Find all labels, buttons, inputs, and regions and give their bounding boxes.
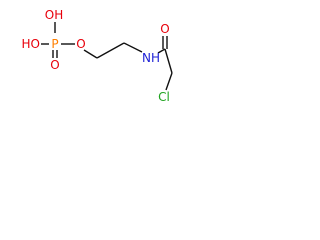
atom-o-ester: O (76, 37, 85, 51)
atom-ho-left: HO (22, 37, 40, 51)
atom-nh: NH (142, 51, 160, 65)
bond-ch2-ch2 (96, 42, 125, 59)
bond-ch2-cl (165, 72, 173, 91)
atom-o-double: O (50, 58, 59, 72)
bond-ch2-n (123, 42, 143, 53)
bond-n-carbonyl (157, 48, 166, 54)
bonds (41, 22, 173, 91)
atom-oh-top: OH (45, 8, 63, 22)
atom-p: P (51, 37, 58, 51)
atom-o-carbonyl: O (160, 22, 169, 36)
bond-o-ch2 (83, 49, 98, 59)
atom-cl: Cl (158, 90, 170, 104)
bond-carbonyl-ch2 (164, 48, 173, 74)
molecule-structure: OH HO P O O NH O Cl (22, 8, 173, 104)
